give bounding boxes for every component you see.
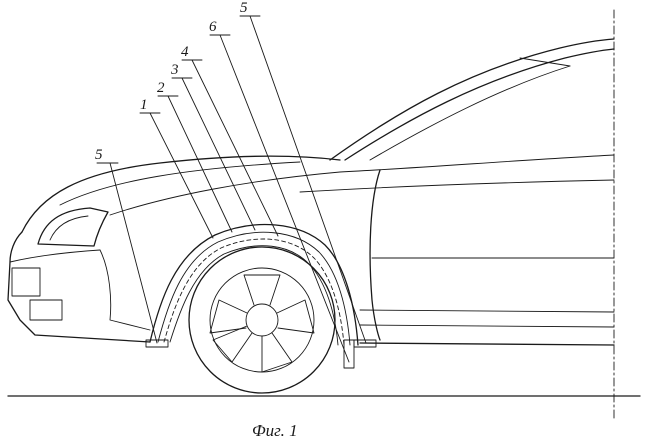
callout-2: 2: [157, 80, 165, 96]
headlight-inner-line: [50, 216, 88, 240]
sill-mid-line: [360, 325, 614, 327]
arch-liner-layer-1: [158, 232, 350, 345]
fog-light: [30, 300, 62, 320]
door-front-edge: [370, 170, 380, 340]
sill-upper-line: [360, 310, 614, 312]
callout-1: 1: [140, 97, 148, 113]
figure-caption: Фиг. 1: [252, 421, 298, 440]
bumper-top-line: [10, 250, 100, 262]
callout-5-left: 5: [95, 147, 103, 163]
grille-block: [12, 268, 40, 296]
callout-4: 4: [181, 44, 189, 60]
wheel-arch-outer: [150, 225, 358, 345]
arch-liner-layer-2: [164, 239, 344, 345]
hood-crease-line: [60, 162, 300, 205]
body-upper-crease: [300, 180, 614, 192]
front-fender-lower-line: [100, 250, 150, 330]
hub: [246, 304, 278, 336]
sill-lower-line: [360, 343, 614, 345]
leader-lines: [97, 16, 366, 362]
windshield-upper-line: [345, 49, 614, 160]
callout-3: 3: [170, 62, 179, 78]
callout-6: 6: [209, 19, 217, 35]
front-bumper-outline: [8, 232, 150, 342]
callout-5-right: 5: [240, 0, 248, 16]
windshield-lower-line: [370, 66, 570, 160]
beltline: [340, 155, 614, 172]
headlight: [38, 208, 108, 246]
